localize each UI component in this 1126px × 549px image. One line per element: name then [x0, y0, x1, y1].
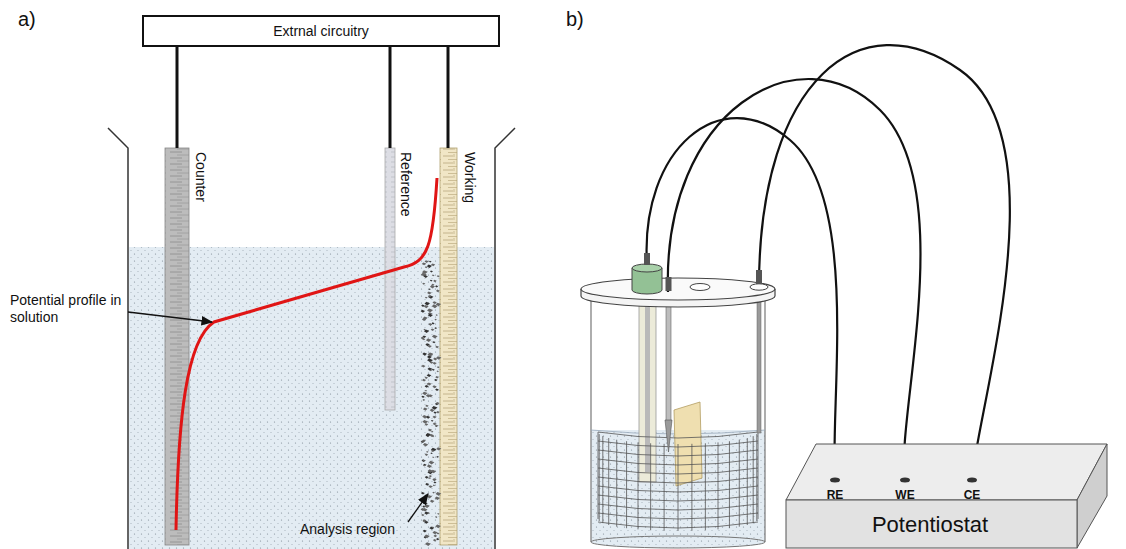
port-label: RE — [827, 488, 844, 502]
panel-label: b) — [566, 8, 584, 31]
callout-label: Analysis region — [300, 521, 395, 538]
electrode-label: Counter — [193, 152, 209, 202]
reference-electrode: Reference — [385, 148, 421, 410]
working-electrode: Working — [440, 148, 496, 545]
electrode-label: Reference — [398, 152, 414, 217]
device-name: Potentiostat — [872, 513, 988, 537]
electrode-label: Working — [462, 152, 478, 203]
callout-label: Potential profile in solution — [10, 292, 128, 326]
port-label: WE — [895, 488, 914, 502]
counter-electrode: Counter — [165, 148, 225, 545]
lead-wire — [176, 47, 179, 148]
lead-wire — [447, 47, 450, 148]
circuitry-box: Extrnal circuitry — [142, 15, 500, 47]
port-label: CE — [964, 488, 981, 502]
box-title: Extrnal circuitry — [273, 23, 369, 39]
lead-wire — [389, 47, 392, 148]
potentiostat-box: RE WE CE Potentiostat — [785, 440, 1110, 549]
panel-label: a) — [18, 8, 36, 31]
